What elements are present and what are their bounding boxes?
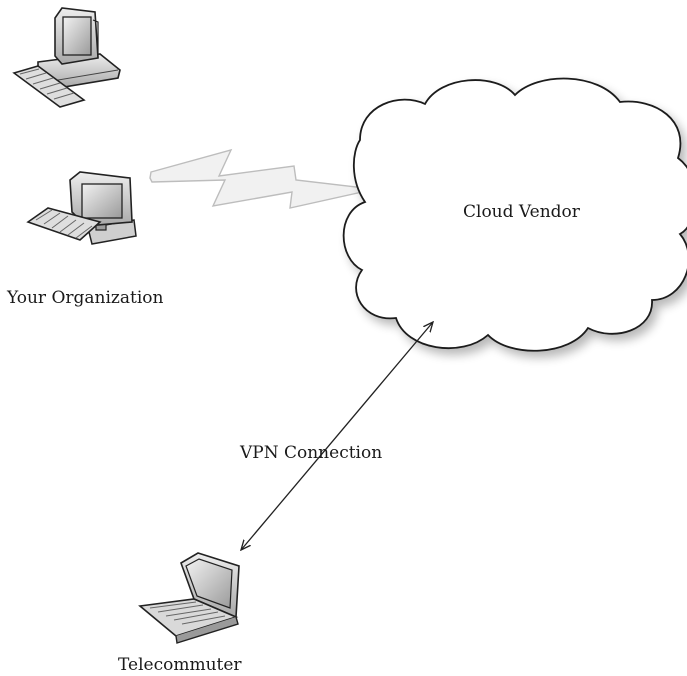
laptop-icon	[138, 552, 240, 644]
telecommuter-label: Telecommuter	[118, 655, 242, 675]
lightning-link	[149, 148, 367, 209]
cloud-icon	[342, 77, 687, 352]
vpn-connection-arrow	[241, 322, 433, 550]
desktop-computer-icon	[26, 171, 137, 245]
desktop-computer-icon	[12, 7, 121, 108]
organization-label: Your Organization	[7, 288, 164, 308]
vpn-connection-label: VPN Connection	[240, 443, 383, 463]
cloud-vendor-label: Cloud Vendor	[463, 202, 580, 222]
